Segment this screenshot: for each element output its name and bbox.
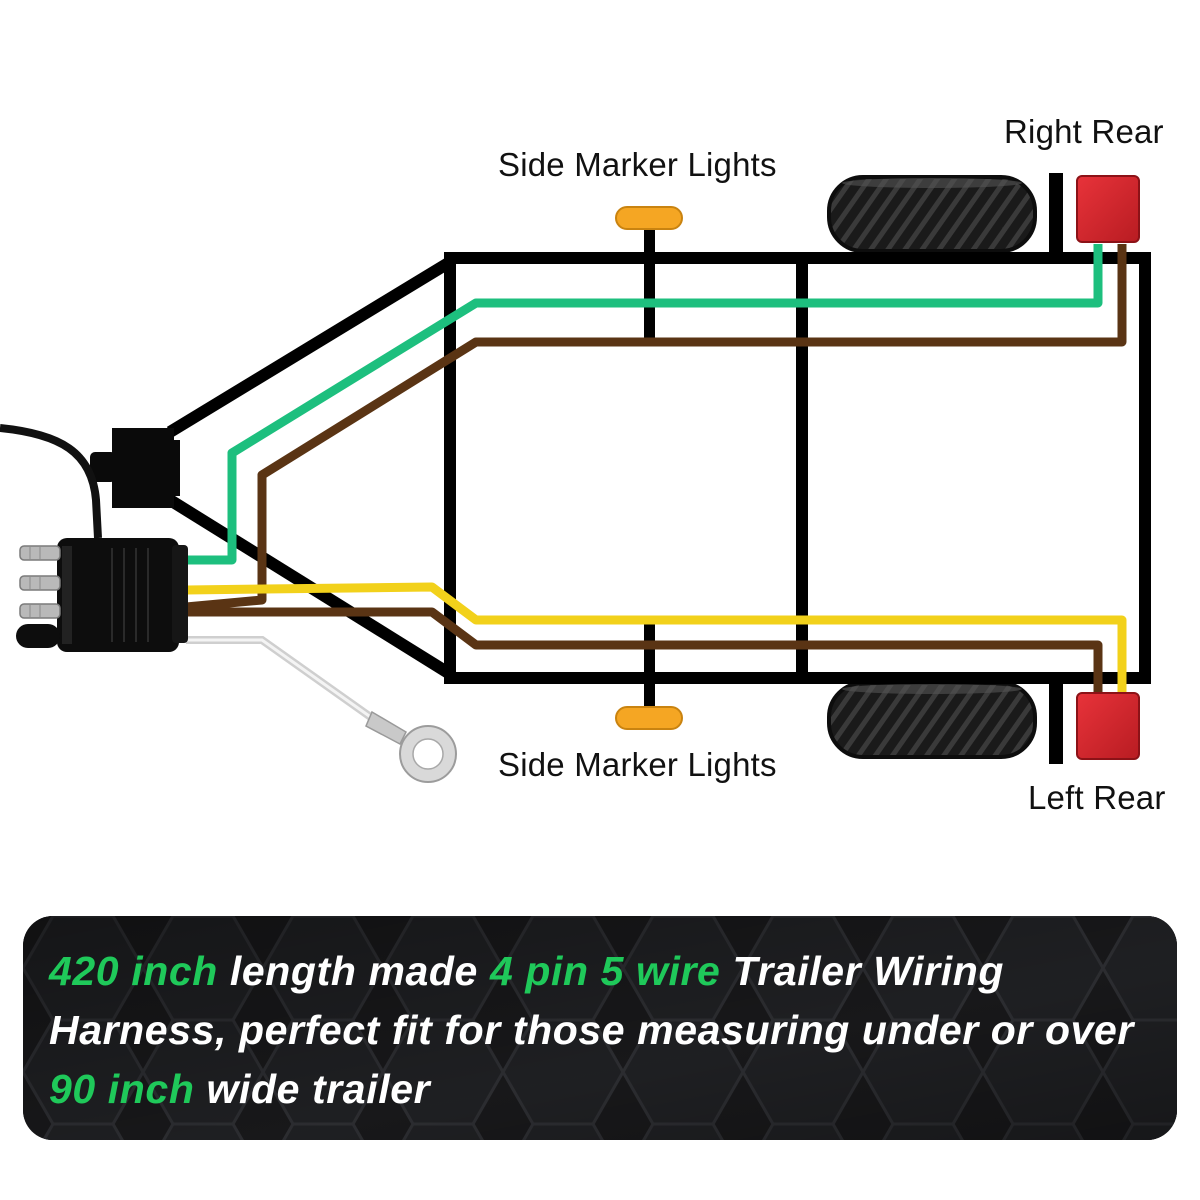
banner-text: 420 inch length made 4 pin 5 wire Traile…: [49, 942, 1169, 1119]
hexagon-background: [23, 916, 1177, 1140]
side-marker-light-icon: [615, 206, 683, 230]
wire-brown-top: [185, 244, 1127, 612]
banner-text-segment: length made: [217, 948, 490, 994]
banner-text-segment: Trailer Wiring Harness, perfect fit for …: [49, 948, 1134, 1053]
tail-light-icon: [1076, 175, 1140, 243]
trailer-hitch-coupler-icon: [90, 428, 180, 508]
side-marker-post-top: [644, 228, 655, 340]
wire-green: [188, 244, 1103, 565]
tow-cable: [0, 424, 102, 539]
side-marker-lights-bottom-label: Side Marker Lights: [498, 746, 777, 783]
tire-icon: [827, 175, 1037, 253]
tire-icon: [827, 681, 1037, 759]
wire-brown-bottom: [186, 607, 1103, 693]
tail-light-icon: [1076, 692, 1140, 760]
wire-yellow: [185, 582, 1127, 693]
axle-post-right: [1049, 173, 1063, 257]
side-marker-post-bottom: [644, 622, 655, 712]
banner-highlight-text: 90 inch: [49, 1066, 195, 1112]
left-rear-label: Left Rear: [1028, 779, 1166, 816]
right-rear-label: Right Rear: [1004, 113, 1164, 150]
side-marker-light-icon: [615, 706, 683, 730]
info-banner: 420 inch length made 4 pin 5 wire Traile…: [23, 916, 1177, 1140]
banner-highlight-text: 420 inch: [49, 948, 218, 994]
axle-post-left: [1049, 680, 1063, 764]
4-pin-flat-connector-icon: [16, 538, 188, 652]
ground-ring-terminal-icon: [186, 636, 457, 783]
banner-highlight-text: 4 pin 5 wire: [489, 948, 721, 994]
side-marker-lights-top-label: Side Marker Lights: [498, 146, 777, 183]
banner-text-segment: wide trailer: [194, 1066, 431, 1112]
